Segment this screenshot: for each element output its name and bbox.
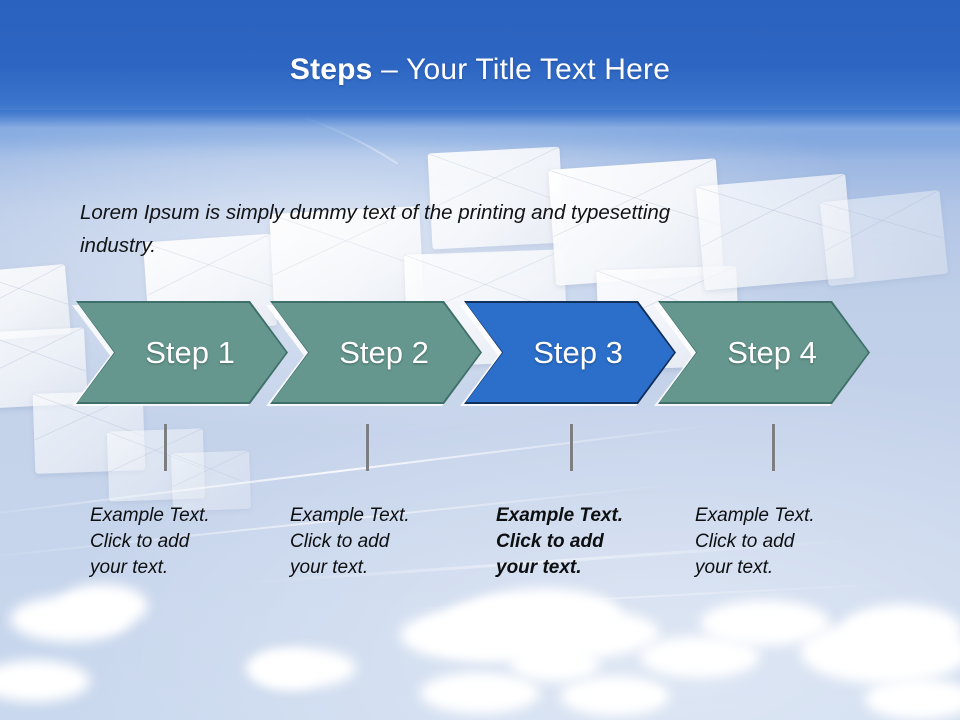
step-caption-4: Example Text. Click to add your text. — [695, 503, 870, 581]
title-banner — [0, 0, 960, 118]
body-paragraph-line-1: Lorem Ipsum is simply dummy text of the … — [80, 201, 671, 224]
step-chevron-label-1: Step 1 — [145, 335, 235, 370]
step-caption-1: Example Text. Click to add your text. — [90, 503, 265, 581]
step-caption-3-line-2: Click to add — [496, 531, 604, 552]
step-caption-2: Example Text. Click to add your text. — [290, 503, 465, 581]
step-chevron-label-3: Step 3 — [533, 335, 623, 370]
connector-tick-1 — [164, 424, 167, 471]
step-caption-4-line-1: Example Text. — [695, 505, 815, 526]
connector-tick-2 — [366, 424, 369, 471]
page-title-bold: Steps — [289, 53, 373, 86]
step-chevron-label-4: Step 4 — [727, 335, 817, 370]
step-caption-3: Example Text. Click to add your text. — [496, 503, 671, 581]
body-paragraph: Lorem Ipsum is simply dummy text of the … — [80, 196, 892, 262]
body-paragraph-line-2: industry. — [80, 234, 156, 257]
step-caption-2-line-2: Click to add — [290, 531, 390, 552]
step-caption-3-line-1: Example Text. — [496, 505, 624, 526]
step-caption-4-line-3: your text. — [695, 557, 774, 578]
connector-tick-4 — [772, 424, 775, 471]
step-caption-2-line-3: your text. — [290, 557, 369, 578]
title-banner-fade — [0, 110, 960, 150]
step-caption-3-line-3: your text. — [496, 557, 582, 578]
step-chevron-label-2: Step 2 — [339, 335, 429, 370]
steps-chevron-row: Step 1 Step 2 Step 3 Step 4 — [0, 303, 960, 403]
step-caption-1-line-1: Example Text. — [90, 505, 210, 526]
step-caption-2-line-1: Example Text. — [290, 505, 410, 526]
step-caption-1-line-3: your text. — [90, 557, 169, 578]
step-caption-4-line-2: Click to add — [695, 531, 795, 552]
page-title-rest: Your Title Text Here — [405, 53, 671, 86]
page-title-separator: – — [372, 53, 406, 86]
connector-tick-3 — [570, 424, 573, 471]
page-title: Steps – Your Title Text Here — [0, 52, 960, 88]
step-caption-1-line-2: Click to add — [90, 531, 190, 552]
